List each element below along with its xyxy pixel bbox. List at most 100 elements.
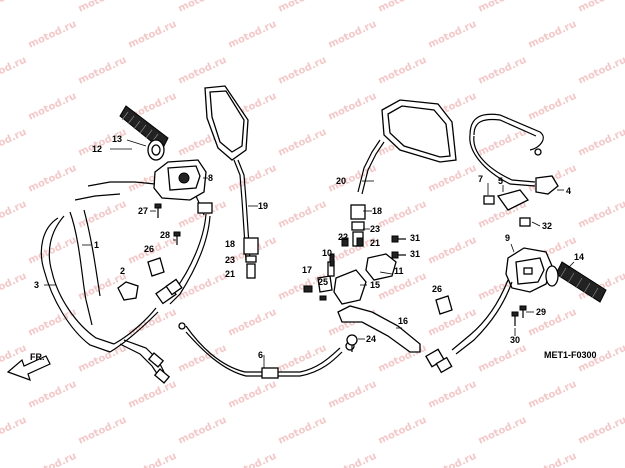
watermark-text: motod.ru	[27, 235, 79, 267]
brake-master-cylinder[interactable]	[317, 237, 397, 305]
watermark-text: motod.ru	[577, 415, 625, 447]
watermark-text: motod.ru	[377, 55, 429, 87]
bolt-31b[interactable]	[391, 251, 406, 259]
label-18-left: 18	[225, 239, 235, 249]
watermark-text: motod.ru	[27, 451, 79, 468]
right-grip[interactable]	[545, 261, 607, 303]
figure-code: MET1-F0300	[544, 350, 597, 360]
leader-lines	[44, 139, 575, 368]
watermark-text: motod.ru	[577, 127, 625, 159]
label-18-right: 18	[372, 206, 382, 216]
choke-bracket[interactable]	[483, 189, 531, 227]
label-17: 17	[302, 265, 312, 275]
label-20: 20	[336, 176, 346, 186]
label-28: 28	[160, 230, 170, 240]
left-cables	[40, 181, 171, 384]
label-4: 4	[566, 186, 571, 196]
watermark-text: motod.ru	[227, 379, 279, 411]
watermark-text: motod.ru	[327, 379, 379, 411]
label-26-right: 26	[432, 284, 442, 294]
label-22: 22	[338, 232, 348, 242]
pin-10[interactable]	[329, 253, 335, 267]
watermark-text: motod.ru	[377, 0, 429, 15]
left-mirror-adapter[interactable]	[243, 237, 259, 279]
right-mirror[interactable]	[357, 99, 457, 195]
label-27: 27	[138, 206, 148, 216]
label-21-left: 21	[225, 269, 235, 279]
part-26-clip-left[interactable]	[147, 257, 165, 277]
bolt-25[interactable]	[319, 295, 327, 301]
watermark-text: motod.ru	[277, 127, 329, 159]
watermark-text: motod.ru	[527, 307, 579, 339]
watermark-text: motod.ru	[327, 451, 379, 468]
watermark-text: motod.ru	[477, 127, 529, 159]
label-29: 29	[536, 307, 546, 317]
watermark-text: motod.ru	[427, 235, 479, 267]
watermark-text: motod.ru	[377, 415, 429, 447]
watermark-text: motod.ru	[0, 127, 28, 159]
watermark-text: motod.ru	[127, 19, 179, 51]
label-9: 9	[505, 233, 510, 243]
watermark-text: motod.ru	[127, 451, 179, 468]
watermark-text: motod.ru	[277, 199, 329, 231]
watermark-text: motod.ru	[577, 55, 625, 87]
watermark-text: motod.ru	[0, 55, 28, 87]
watermark-text: motod.ru	[577, 0, 625, 15]
bolt-24[interactable]	[346, 334, 358, 352]
label-30: 30	[510, 335, 520, 345]
right-switch-housing[interactable]	[505, 247, 553, 293]
label-26-left: 26	[144, 244, 154, 254]
watermark-text: motod.ru	[77, 55, 129, 87]
watermark-text: motod.ru	[77, 415, 129, 447]
watermark-text: motod.ru	[577, 199, 625, 231]
watermark-text: motod.ru	[0, 271, 28, 303]
watermark-text: motod.ru	[377, 199, 429, 231]
label-19: 19	[258, 201, 268, 211]
left-switch-housing[interactable]	[153, 159, 213, 216]
watermark-text: motod.ru	[527, 379, 579, 411]
watermark-text: motod.ru	[477, 415, 529, 447]
bolt-31a[interactable]	[391, 235, 406, 243]
front-label: FR.	[30, 352, 45, 362]
label-7: 7	[478, 174, 483, 184]
bolt-30[interactable]	[511, 311, 519, 326]
part-2-clamp[interactable]	[117, 281, 139, 301]
brake-lever[interactable]	[337, 305, 421, 353]
label-8: 8	[208, 173, 213, 183]
watermark-text: motod.ru	[177, 343, 229, 375]
label-24: 24	[366, 334, 376, 344]
watermark-text: motod.ru	[77, 0, 129, 15]
label-6: 6	[258, 350, 263, 360]
watermark-text: motod.ru	[477, 343, 529, 375]
label-2: 2	[120, 266, 125, 276]
bolt-17[interactable]	[303, 285, 313, 293]
label-11: 11	[394, 266, 404, 276]
choke-cable[interactable]	[469, 113, 559, 195]
right-harness	[425, 279, 513, 374]
bolt-29[interactable]	[519, 305, 527, 318]
watermark-text: motod.ru	[77, 343, 129, 375]
watermark-text: motod.ru	[277, 343, 329, 375]
label-32: 32	[542, 221, 552, 231]
label-5: 5	[498, 176, 503, 186]
label-13: 13	[112, 134, 122, 144]
part-number-labels: 12 13 8 1 3 2 26 27 28 19 18 23 21 6 20 …	[34, 134, 584, 360]
label-16: 16	[398, 316, 408, 326]
left-mirror[interactable]	[204, 85, 251, 261]
label-14: 14	[574, 252, 584, 262]
watermark-text: motod.ru	[27, 91, 79, 123]
watermark-text: motod.ru	[277, 0, 329, 15]
watermark-text: motod.ru	[77, 199, 129, 231]
watermark-text: motod.ru	[27, 19, 79, 51]
watermark-text: motod.ru	[177, 415, 229, 447]
watermark-text: motod.ru	[0, 415, 28, 447]
left-grip[interactable]	[119, 105, 169, 161]
watermark-text: motod.ru	[27, 379, 79, 411]
bolt-27[interactable]	[154, 203, 162, 218]
label-3: 3	[34, 280, 39, 290]
bolt-28[interactable]	[173, 231, 181, 245]
watermark-text: motod.ru	[477, 55, 529, 87]
watermark-text: motod.ru	[27, 163, 79, 195]
